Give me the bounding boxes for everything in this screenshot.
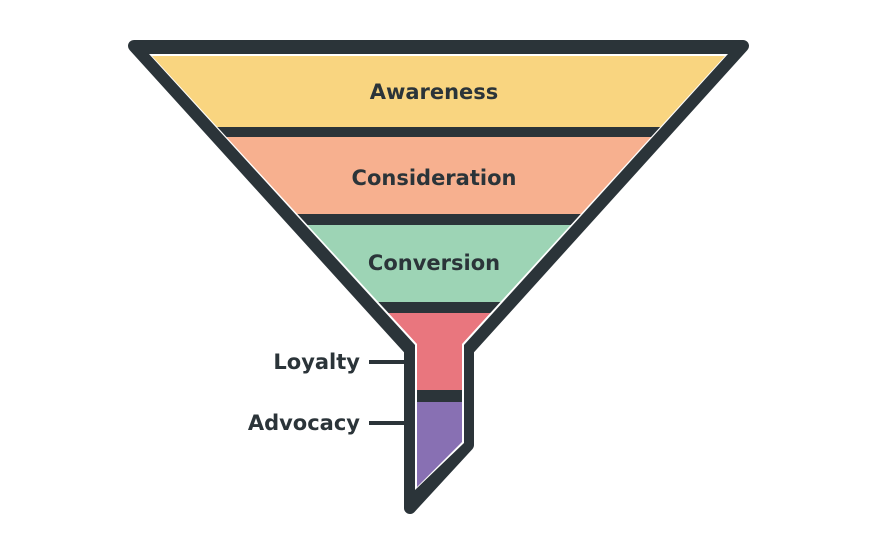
- band-awareness: [152, 56, 725, 127]
- band-divider: [152, 302, 725, 313]
- band-divider: [152, 390, 725, 402]
- label-advocacy: Advocacy: [248, 411, 360, 435]
- label-conversion: Conversion: [368, 251, 500, 275]
- label-awareness: Awareness: [370, 80, 499, 104]
- band-loyalty: [152, 313, 725, 390]
- label-loyalty: Loyalty: [273, 350, 360, 374]
- band-divider: [152, 214, 725, 225]
- band-advocacy: [152, 402, 725, 487]
- label-consideration: Consideration: [352, 166, 517, 190]
- band-divider: [152, 127, 725, 137]
